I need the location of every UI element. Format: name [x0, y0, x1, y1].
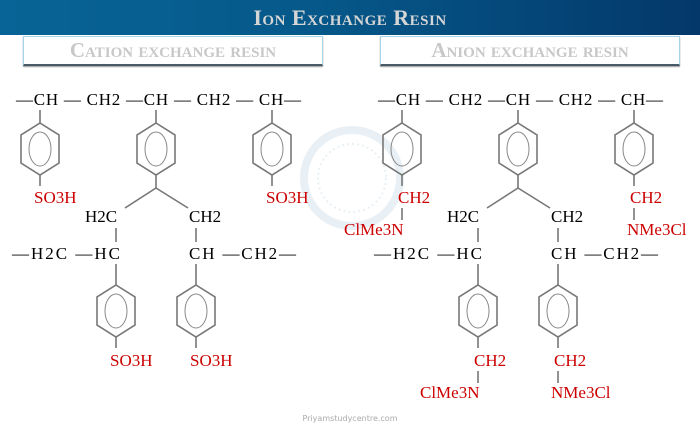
anion-structure: —CH — CH2 —CH — CH2 — CH—CH2ClMe3NCH2NMe… [344, 90, 687, 402]
bond-line [155, 187, 189, 209]
ammonium-group: NMe3Cl [551, 383, 611, 402]
sulfonic-acid-group: SO3H [190, 351, 233, 370]
benzene-ring-inner-circle [466, 293, 490, 329]
benzene-ring-inner-circle [390, 131, 414, 167]
benzene-ring-inner-circle [184, 293, 208, 329]
watermark-logo [300, 126, 404, 230]
methylene-group: CH2 [554, 351, 586, 370]
title-banner: Ion Exchange Resin [0, 0, 700, 35]
ammonium-group: NMe3Cl [627, 220, 687, 239]
cation-structure: —CH — CH2 —CH — CH2 — CH— SO3H SO3H H2C CH2 —… [11, 90, 309, 370]
anion-title: Anion exchange resin [431, 38, 629, 62]
benzene-ring-inner-circle [546, 293, 570, 329]
benzene-ring [20, 122, 60, 176]
sulfonic-acid-group: SO3H [34, 188, 77, 207]
benzene-ring-inner-circle [260, 131, 284, 167]
sulfonic-acid-group: SO3H [110, 351, 153, 370]
benzene-ring-inner-circle [506, 131, 530, 167]
benzene-ring [498, 122, 538, 176]
methylene-group: CH2 [398, 188, 430, 207]
polymer-backbone-lower-left: —H2C —HC [373, 244, 482, 263]
anion-title-box: Anion exchange resin [380, 36, 680, 66]
cation-title-box: Cation exchange resin [23, 36, 323, 66]
benzene-ring [176, 284, 216, 338]
polymer-backbone-lower-right: CH —CH2— [551, 244, 659, 263]
polymer-backbone-lower-right: CH —CH2— [189, 244, 297, 263]
polymer-backbone-top: —CH — CH2 —CH — CH2 — CH— [377, 90, 664, 109]
benzene-ring [252, 122, 292, 176]
benzene-ring [614, 122, 654, 176]
branch-right-group: CH2 [551, 207, 583, 226]
branch-right-group: CH2 [189, 207, 221, 226]
ammonium-group: ClMe3N [420, 383, 480, 402]
branch-left-group: H2C [85, 207, 117, 226]
methylene-group: CH2 [474, 351, 506, 370]
benzene-ring-inner-circle [144, 131, 168, 167]
benzene-ring-inner-circle [622, 131, 646, 167]
watermark-text: Priyamstudycentre.com [302, 414, 398, 423]
benzene-ring [136, 122, 176, 176]
bond-line [124, 187, 157, 209]
page-title: Ion Exchange Resin [253, 5, 447, 30]
methylene-group: CH2 [630, 188, 662, 207]
cation-title: Cation exchange resin [69, 38, 277, 62]
bond-line [486, 187, 519, 209]
benzene-ring [458, 284, 498, 338]
polymer-backbone-top: —CH — CH2 —CH — CH2 — CH— [15, 90, 302, 109]
sulfonic-acid-group: SO3H [266, 188, 309, 207]
ammonium-group: ClMe3N [344, 220, 404, 239]
bond-line [517, 187, 551, 209]
benzene-ring-inner-circle [28, 131, 52, 167]
branch-left-group: H2C [447, 207, 479, 226]
benzene-ring-inner-circle [104, 293, 128, 329]
polymer-backbone-lower-left: —H2C —HC [11, 244, 120, 263]
benzene-ring [96, 284, 136, 338]
benzene-ring [538, 284, 578, 338]
